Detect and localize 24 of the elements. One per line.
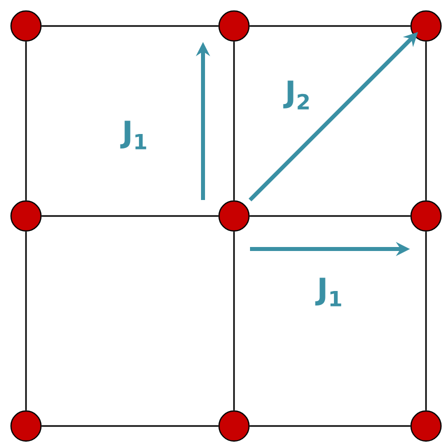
grid-line [233,232,235,410]
grid-line [250,425,410,427]
grid-line [250,215,410,217]
grid-line [233,42,235,200]
grid-line [42,425,218,427]
site-dot [410,10,442,42]
site-dot [218,10,250,42]
site-dot [10,10,42,42]
grid-line [250,25,410,27]
grid-line [25,232,27,410]
coupling-label: J$_{1}$ [120,120,146,150]
site-dot [410,410,442,442]
grid-line [425,42,427,200]
grid-line [25,42,27,200]
grid-line [425,232,427,410]
site-dot [10,410,42,442]
coupling-label: J$_{1}$ [315,278,342,306]
site-dot [218,200,250,232]
site-dot [10,200,42,232]
site-dot [410,200,442,232]
grid-line [42,25,218,27]
coupling-label: J$_{2}$ [283,80,309,110]
site-dot [218,410,250,442]
grid-line [42,215,218,217]
